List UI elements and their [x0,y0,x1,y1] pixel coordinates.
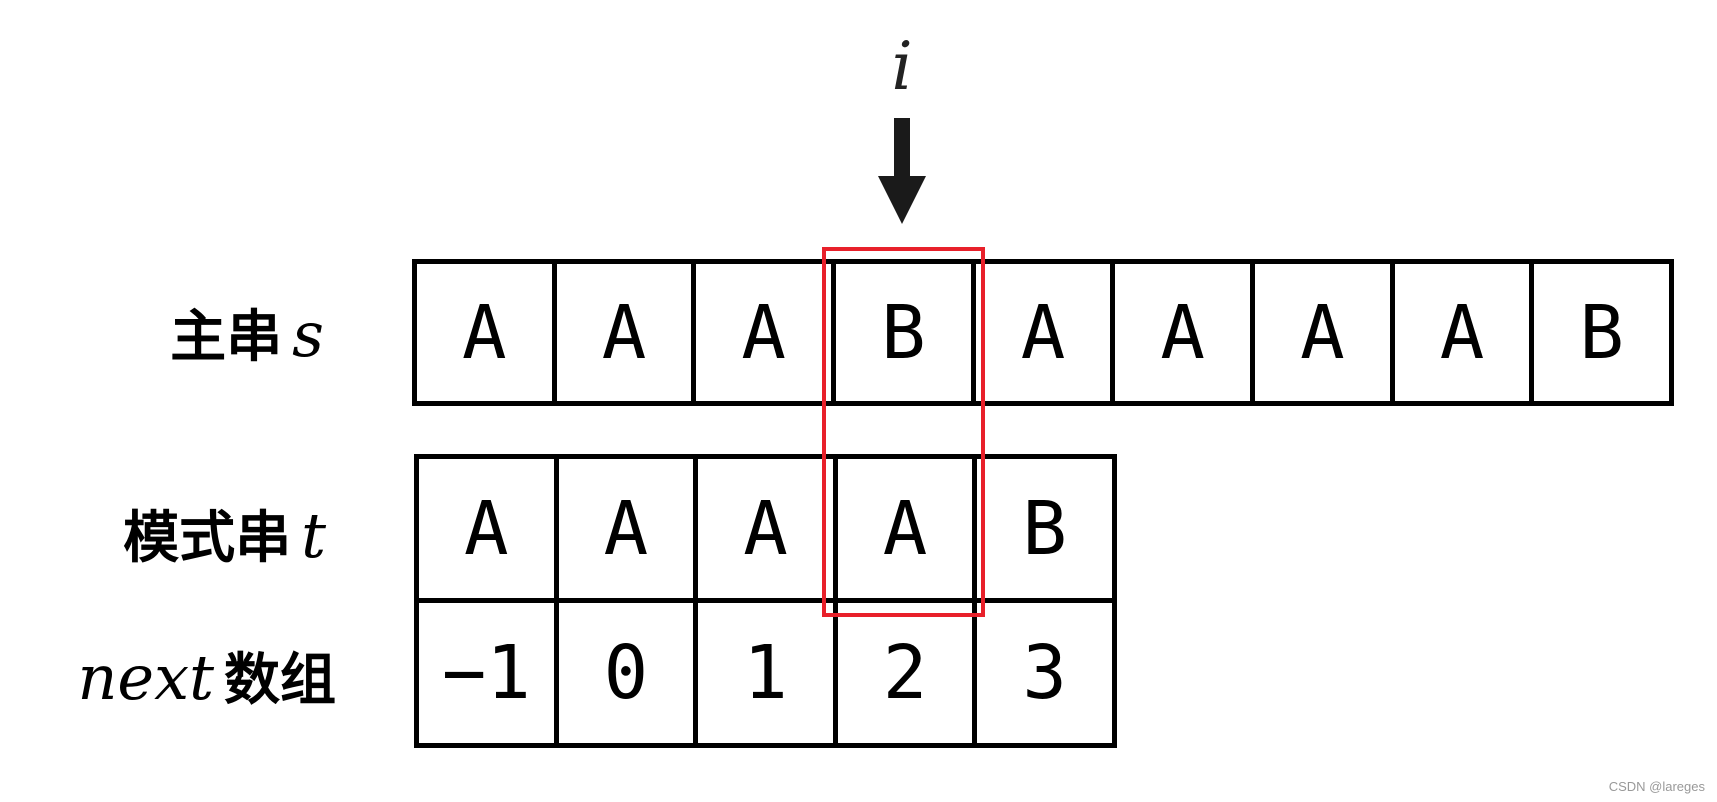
main-string-cell: A [1115,264,1256,401]
next-array-cell: 2 [838,603,978,743]
pattern-string-label-text: 模式串 [123,506,292,571]
pattern-string-cell: A [838,459,978,598]
pattern-string-label: 模式串 t [123,493,336,574]
main-string-cell: A [1395,264,1535,401]
main-string-cell: A [557,264,697,401]
pointer-label: i [891,28,913,105]
next-array-cell: 1 [698,603,838,743]
main-string-cell: B [1579,289,1624,376]
main-string-cell: B [836,264,976,401]
pattern-string-cell: A [698,459,838,598]
next-array-cell: 3 [1022,630,1067,716]
pattern-string-cell: A [419,459,559,598]
pattern-string-row: A A A A B [414,454,1117,603]
next-array-label-text: 数组 [224,648,336,713]
pattern-string-cell: A [559,459,699,598]
next-array-label-var: next [77,641,214,714]
main-string-label-var: s [292,298,324,371]
next-array-label: next 数组 [67,635,336,716]
next-array-cell: −1 [419,603,559,743]
watermark: CSDN @lareges [1608,779,1705,794]
pointer-arrow-icon [878,118,926,224]
next-array-row: −1 0 1 2 3 [414,598,1117,748]
main-string-label: 主串 s [170,292,334,373]
main-string-label-text: 主串 [170,305,283,370]
main-string-cell: A [976,264,1116,401]
pattern-string-label-var: t [301,499,326,572]
main-string-cell: A [696,264,837,401]
next-array-cell: 0 [559,603,699,743]
main-string-cell: A [417,264,557,401]
pattern-string-cell: B [1022,485,1067,572]
main-string-row: A A A B A A A A B [412,259,1674,406]
main-string-cell: A [1255,264,1395,401]
